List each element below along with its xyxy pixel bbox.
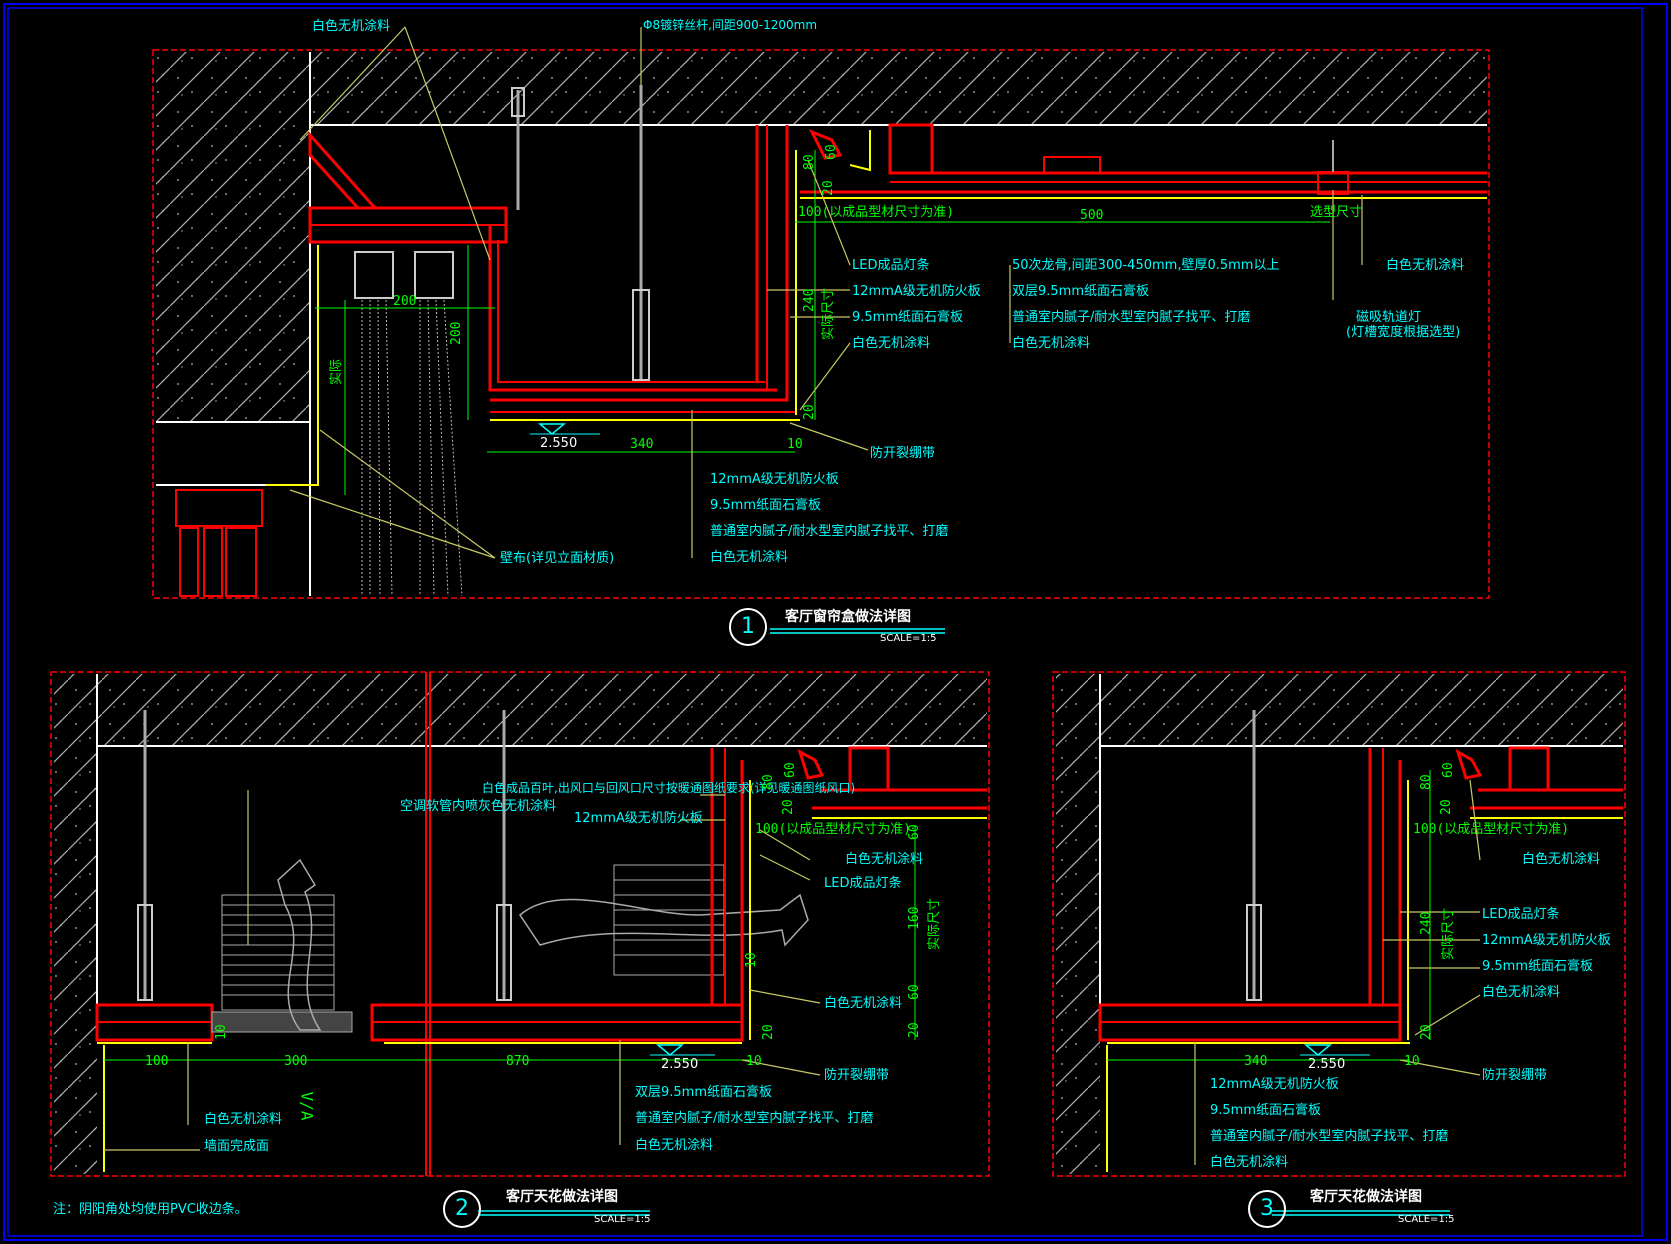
d2-dim-actual: 实际尺寸 xyxy=(927,897,942,950)
d1-dim-real: 实际 xyxy=(329,358,344,385)
d2-label-fireboard: 12mmA级无机防火板 xyxy=(574,811,703,826)
d2-label-paint-b: 白色无机涂料 xyxy=(635,1138,714,1153)
d3-label-paint-t: 白色无机涂料 xyxy=(1522,852,1601,867)
d1-dim-200h: 200 xyxy=(393,294,417,309)
d2-number-badge: 2 xyxy=(443,1190,481,1228)
d3-dim-240: 240 xyxy=(1419,911,1434,935)
d1-label-track-light: 磁吸轨道灯 xyxy=(1356,310,1422,325)
d1-level: 2.550 xyxy=(540,436,578,451)
d2-label-duct: 空调软管内喷灰色无机涂料 xyxy=(400,799,557,814)
d2-dim-10: 10 xyxy=(746,1054,762,1069)
d2-label-louver: 白色成品百叶,出风口与回风口尺寸按暖通图纸要求(详见暖通图纸风口) xyxy=(482,781,856,795)
d2-scale: SCALE=1:5 xyxy=(594,1214,651,1225)
d1-number-badge: 1 xyxy=(729,608,767,646)
d1-label-rod: Φ8镀锌丝杆,间距900-1200mm xyxy=(643,18,818,32)
d2-dim-80: 80 xyxy=(761,774,776,790)
d3-label-led: LED成品灯条 xyxy=(1482,907,1560,922)
d3-label-gypsum: 9.5mm纸面石膏板 xyxy=(1482,959,1594,974)
d2-level: 2.550 xyxy=(661,1057,699,1072)
d1-label-gypsum2: 9.5mm纸面石膏板 xyxy=(710,498,822,513)
d1-label-paint-mid: 白色无机涂料 xyxy=(1012,336,1091,351)
d1-label-paint-right: 白色无机涂料 xyxy=(852,336,931,351)
d3-label-gypsum2: 9.5mm纸面石膏板 xyxy=(1210,1103,1322,1118)
d1-dim-80: 80 xyxy=(802,154,817,170)
d3-level: 2.550 xyxy=(1308,1057,1346,1072)
d3-dim-60: 60 xyxy=(1441,762,1456,778)
d1-label-crack: 防开裂绷带 xyxy=(870,446,936,461)
d2-label-wallfin: 墙面完成面 xyxy=(204,1139,270,1154)
detail-2-drawing xyxy=(50,671,990,1177)
d1-label-led: LED成品灯条 xyxy=(852,258,930,273)
d3-label-fireboard2: 12mmA级无机防火板 xyxy=(1210,1077,1339,1092)
d1-dim-60: 60 xyxy=(824,144,839,160)
d2-dim-60: 60 xyxy=(783,762,798,778)
d2-dim-20: 20 xyxy=(761,1024,776,1040)
d1-dim-actual: 实际尺寸 xyxy=(821,287,836,340)
d1-scale: SCALE=1:5 xyxy=(880,633,937,644)
d3-dim-80: 80 xyxy=(1419,774,1434,790)
d2-title: 客厅天花做法详图 xyxy=(506,1189,618,1205)
d2-dim-20: 20 xyxy=(781,799,796,815)
d2-dim-10b: 10 xyxy=(744,952,759,968)
d2-dim-va: V/A xyxy=(297,1091,317,1121)
d1-label-fireboard2: 12mmA级无机防火板 xyxy=(710,472,839,487)
d2-dim-300: 300 xyxy=(284,1054,308,1069)
d3-dim-100: 100(以成品型材尺寸为准) xyxy=(1413,822,1570,837)
d3-dim-20b: 20 xyxy=(1419,1024,1434,1040)
d3-dim-340: 340 xyxy=(1244,1054,1268,1069)
d2-dim-20c: 20 xyxy=(907,1022,922,1038)
d1-dim-select: 选型尺寸 xyxy=(1310,205,1363,220)
d1-label-putty2: 普通室内腻子/耐水型室内腻子找平、打磨 xyxy=(710,524,949,539)
d3-title: 客厅天花做法详图 xyxy=(1310,1189,1422,1205)
footnote: 注：阴阳角处均使用PVC收边条。 xyxy=(53,1202,248,1217)
d1-label-putty: 普通室内腻子/耐水型室内腻子找平、打磨 xyxy=(1012,310,1251,325)
d2-label-led: LED成品灯条 xyxy=(824,876,902,891)
d2-label-paint-l: 白色无机涂料 xyxy=(204,1112,283,1127)
d2-dim-60c: 60 xyxy=(907,984,922,1000)
d2-label-putty: 普通室内腻子/耐水型室内腻子找平、打磨 xyxy=(635,1111,874,1126)
d1-dim-100: 100(以成品型材尺寸为准) xyxy=(798,205,955,220)
d1-dim-20b: 20 xyxy=(802,404,817,420)
d1-dim-20: 20 xyxy=(821,180,836,196)
d1-label-wallcloth: 壁布(详见立面材质) xyxy=(500,551,615,566)
d2-dim-100: 100(以成品型材尺寸为准) xyxy=(755,822,912,837)
d3-scale: SCALE=1:5 xyxy=(1398,1214,1455,1225)
d3-dim-20: 20 xyxy=(1439,799,1454,815)
d3-label-fireboard: 12mmA级无机防火板 xyxy=(1482,933,1611,948)
d1-dim-10: 10 xyxy=(787,437,803,452)
d1-dim-200v: 200 xyxy=(449,321,464,345)
detail-1-drawing xyxy=(152,26,1490,599)
d2-dim-v10: 10 xyxy=(214,1024,229,1040)
d1-label-topleft-paint: 白色无机涂料 xyxy=(312,19,391,34)
d1-label-track-width: (灯槽宽度根据选型) xyxy=(1346,325,1461,340)
d3-number-badge: 3 xyxy=(1248,1190,1286,1228)
d2-dim-100b: 100 xyxy=(145,1054,169,1069)
outer-frame xyxy=(3,3,1668,1241)
d2-label-crack: 防开裂绷带 xyxy=(824,1068,890,1083)
d2-label-paint-r2: 白色无机涂料 xyxy=(824,996,903,1011)
d1-label-gypsum: 9.5mm纸面石膏板 xyxy=(852,310,964,325)
d3-label-paint-m: 白色无机涂料 xyxy=(1482,985,1561,1000)
d2-dim-60b: 60 xyxy=(907,824,922,840)
d1-dim-340: 340 xyxy=(630,437,654,452)
d1-label-dbl-gypsum: 双层9.5mm纸面石膏板 xyxy=(1012,284,1150,299)
d1-dim-500: 500 xyxy=(1080,208,1104,223)
d1-label-paint2: 白色无机涂料 xyxy=(710,550,789,565)
d3-dim-actual: 实际尺寸 xyxy=(1441,907,1456,960)
d1-title: 客厅窗帘盒做法详图 xyxy=(785,609,911,625)
d2-label-paint-r: 白色无机涂料 xyxy=(845,852,924,867)
d1-dim-240: 240 xyxy=(802,288,817,312)
d3-label-crack: 防开裂绷带 xyxy=(1482,1068,1548,1083)
d3-label-putty: 普通室内腻子/耐水型室内腻子找平、打磨 xyxy=(1210,1129,1449,1144)
d2-dim-870: 870 xyxy=(506,1054,530,1069)
d3-dim-10: 10 xyxy=(1404,1054,1420,1069)
detail-3-drawing xyxy=(1052,671,1626,1177)
d1-label-fireboard: 12mmA级无机防火板 xyxy=(852,284,981,299)
d1-label-keel: 50次龙骨,间距300-450mm,壁厚0.5mm以上 xyxy=(1012,258,1280,273)
d2-label-dbl: 双层9.5mm纸面石膏板 xyxy=(635,1085,773,1100)
d2-dim-160: 160 xyxy=(907,906,922,930)
d1-label-paint-far: 白色无机涂料 xyxy=(1386,258,1465,273)
d3-label-paint-b: 白色无机涂料 xyxy=(1210,1155,1289,1170)
